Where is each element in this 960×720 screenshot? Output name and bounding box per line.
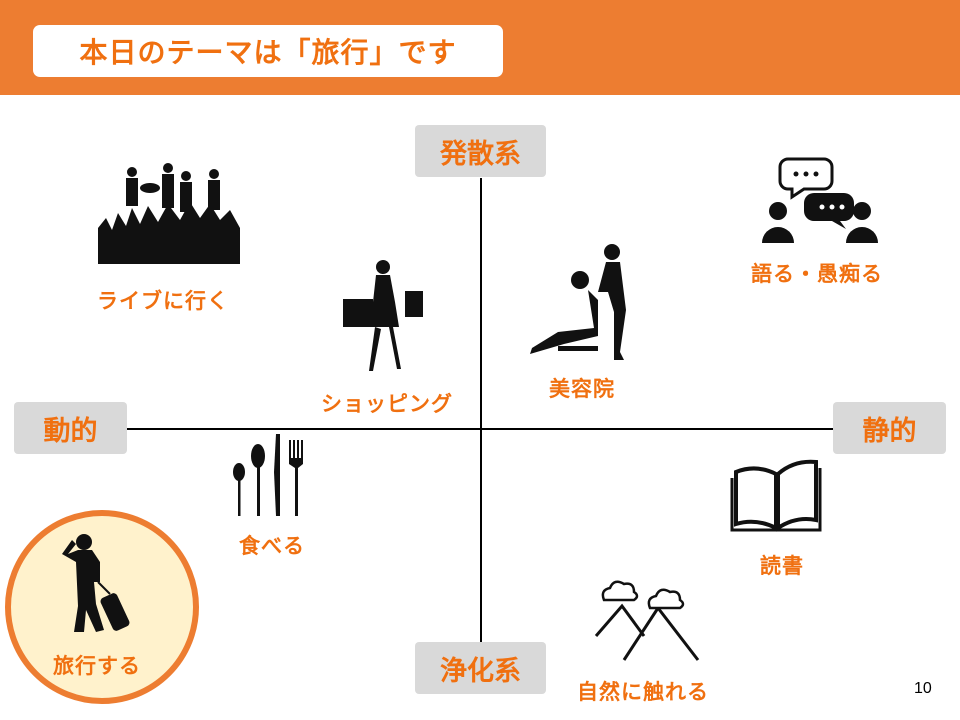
concert-crowd-icon <box>98 163 240 264</box>
traveler-with-suitcase-icon <box>62 534 130 632</box>
mountains-icon <box>594 580 700 661</box>
axis-label-top: 発散系 <box>415 125 546 177</box>
item-shopping: ショッピング <box>321 392 453 416</box>
item-talk: 語る・愚痴る <box>751 262 883 286</box>
open-book-icon <box>730 459 822 532</box>
item-eat: 食べる <box>239 534 305 558</box>
header-bar: 本日のテーマは「旅行」です <box>0 0 960 95</box>
horizontal-axis <box>127 428 833 430</box>
conversation-icon <box>762 157 878 243</box>
cutlery-icon <box>233 434 303 516</box>
item-live: ライブに行く <box>97 289 229 313</box>
axis-label-left: 動的 <box>14 402 127 454</box>
shopping-woman-icon <box>343 260 423 371</box>
item-travel: 旅行する <box>53 654 141 678</box>
hair-salon-icon <box>530 244 626 360</box>
axis-label-bottom: 浄化系 <box>415 642 546 694</box>
axis-label-right: 静的 <box>833 402 946 454</box>
page-number: 10 <box>914 680 932 697</box>
item-salon: 美容院 <box>549 377 615 401</box>
travel-highlight-circle <box>5 510 199 704</box>
item-read: 読書 <box>760 554 804 578</box>
vertical-axis <box>480 178 482 642</box>
item-nature: 自然に触れる <box>577 680 709 704</box>
slide-title: 本日のテーマは「旅行」です <box>33 25 503 77</box>
